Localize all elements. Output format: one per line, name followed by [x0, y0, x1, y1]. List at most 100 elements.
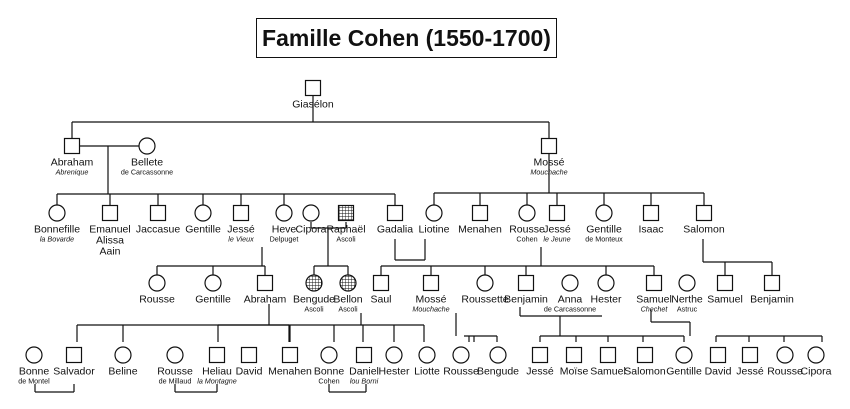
female-symbol — [114, 346, 132, 364]
person-p34: Samuel — [707, 274, 743, 306]
connector-lines — [34, 96, 823, 393]
person-epithet: le Vieux — [228, 235, 254, 244]
male-symbol — [372, 274, 390, 292]
person-p15: Menahen — [458, 204, 502, 236]
person-p55: Jessé — [736, 346, 764, 378]
male-symbol — [281, 346, 299, 364]
person-p22: Gentille — [195, 274, 231, 306]
title-box: Famille Cohen (1550-1700) — [256, 18, 557, 58]
female-symbol — [320, 346, 338, 364]
person-p57: Cipora — [801, 346, 832, 378]
female-symbol — [339, 274, 357, 292]
male-symbol — [763, 274, 781, 292]
person-name: Gentille — [185, 224, 221, 236]
person-epithet: Ascoli — [336, 235, 356, 244]
person-name: Jaccasue — [136, 224, 181, 236]
person-epithet: Delpuget — [270, 235, 299, 244]
person-epithet: Astruc — [677, 305, 698, 314]
person-epithet: Abrenique — [55, 168, 89, 177]
person-name: Anna — [558, 294, 583, 306]
person-epithet: de Carcassonne — [544, 305, 596, 314]
person-p52: Salomon — [624, 346, 666, 378]
female-symbol — [305, 274, 323, 292]
person-name: Benjamin — [504, 294, 548, 306]
male-symbol — [548, 204, 566, 222]
person-epithet: de Montel — [18, 377, 50, 386]
person-p21: Rousse — [139, 274, 175, 306]
male-symbol — [565, 346, 583, 364]
person-name: David — [705, 366, 732, 378]
person-p20: Salomon — [683, 204, 725, 236]
male-symbol — [716, 274, 734, 292]
person-epithet: de Carcassonne — [121, 168, 173, 177]
male-symbol — [709, 346, 727, 364]
male-symbol — [256, 274, 274, 292]
female-symbol — [194, 204, 212, 222]
male-symbol — [636, 346, 654, 364]
person-name: Nerthe — [671, 294, 703, 306]
person-epithet: la Montagne — [197, 377, 237, 386]
female-symbol — [807, 346, 825, 364]
female-symbol — [385, 346, 403, 364]
female-symbol — [597, 274, 615, 292]
male-symbol — [208, 346, 226, 364]
person-epithet: Ascoli — [304, 305, 324, 314]
female-symbol — [418, 346, 436, 364]
person-p51: Samuel — [590, 346, 626, 378]
female-symbol — [776, 346, 794, 364]
person-name: Gentille — [666, 366, 702, 378]
person-name: Cipora — [296, 224, 327, 236]
person-name: Jessé — [227, 224, 255, 236]
person-epithet: de Millaud — [159, 377, 192, 386]
female-symbol — [166, 346, 184, 364]
person-name: Rousse — [767, 366, 803, 378]
person-name: Hester — [379, 366, 410, 378]
person-p26: Saul — [370, 274, 392, 306]
person-p29: Benjamin — [504, 274, 548, 306]
person-name: Jessé — [736, 366, 764, 378]
person-name: Menahen — [458, 224, 502, 236]
female-symbol — [489, 346, 507, 364]
person-name: Bonnefille — [34, 224, 80, 236]
person-name: Bellete — [131, 157, 163, 169]
person-p47: Rousse — [443, 346, 479, 378]
person-name: Moïse — [560, 366, 589, 378]
person-p31: Hester — [591, 274, 622, 306]
person-name: Heliau — [202, 366, 232, 378]
female-symbol — [148, 274, 166, 292]
male-symbol — [531, 346, 549, 364]
person-name: Heve — [272, 224, 297, 236]
person-epithet: la Bovarde — [40, 235, 74, 244]
male-symbol — [471, 204, 489, 222]
male-symbol — [645, 274, 663, 292]
person-name: Mossé — [534, 157, 565, 169]
male-symbol — [149, 204, 167, 222]
female-symbol — [138, 137, 156, 155]
male-symbol — [101, 204, 119, 222]
person-name: Saul — [370, 294, 391, 306]
person-epithet: Cohen — [516, 235, 537, 244]
male-symbol — [63, 137, 81, 155]
male-symbol — [517, 274, 535, 292]
person-name: Raphaël — [326, 224, 365, 236]
person-name: Rousse — [157, 366, 193, 378]
person-name: Salomon — [683, 224, 725, 236]
person-name: Bellon — [333, 294, 362, 306]
person-name: David — [236, 366, 263, 378]
person-name: Beline — [108, 366, 137, 378]
male-symbol — [355, 346, 373, 364]
person-p28: Roussette — [461, 274, 509, 306]
person-epithet: Chechet — [641, 305, 669, 314]
